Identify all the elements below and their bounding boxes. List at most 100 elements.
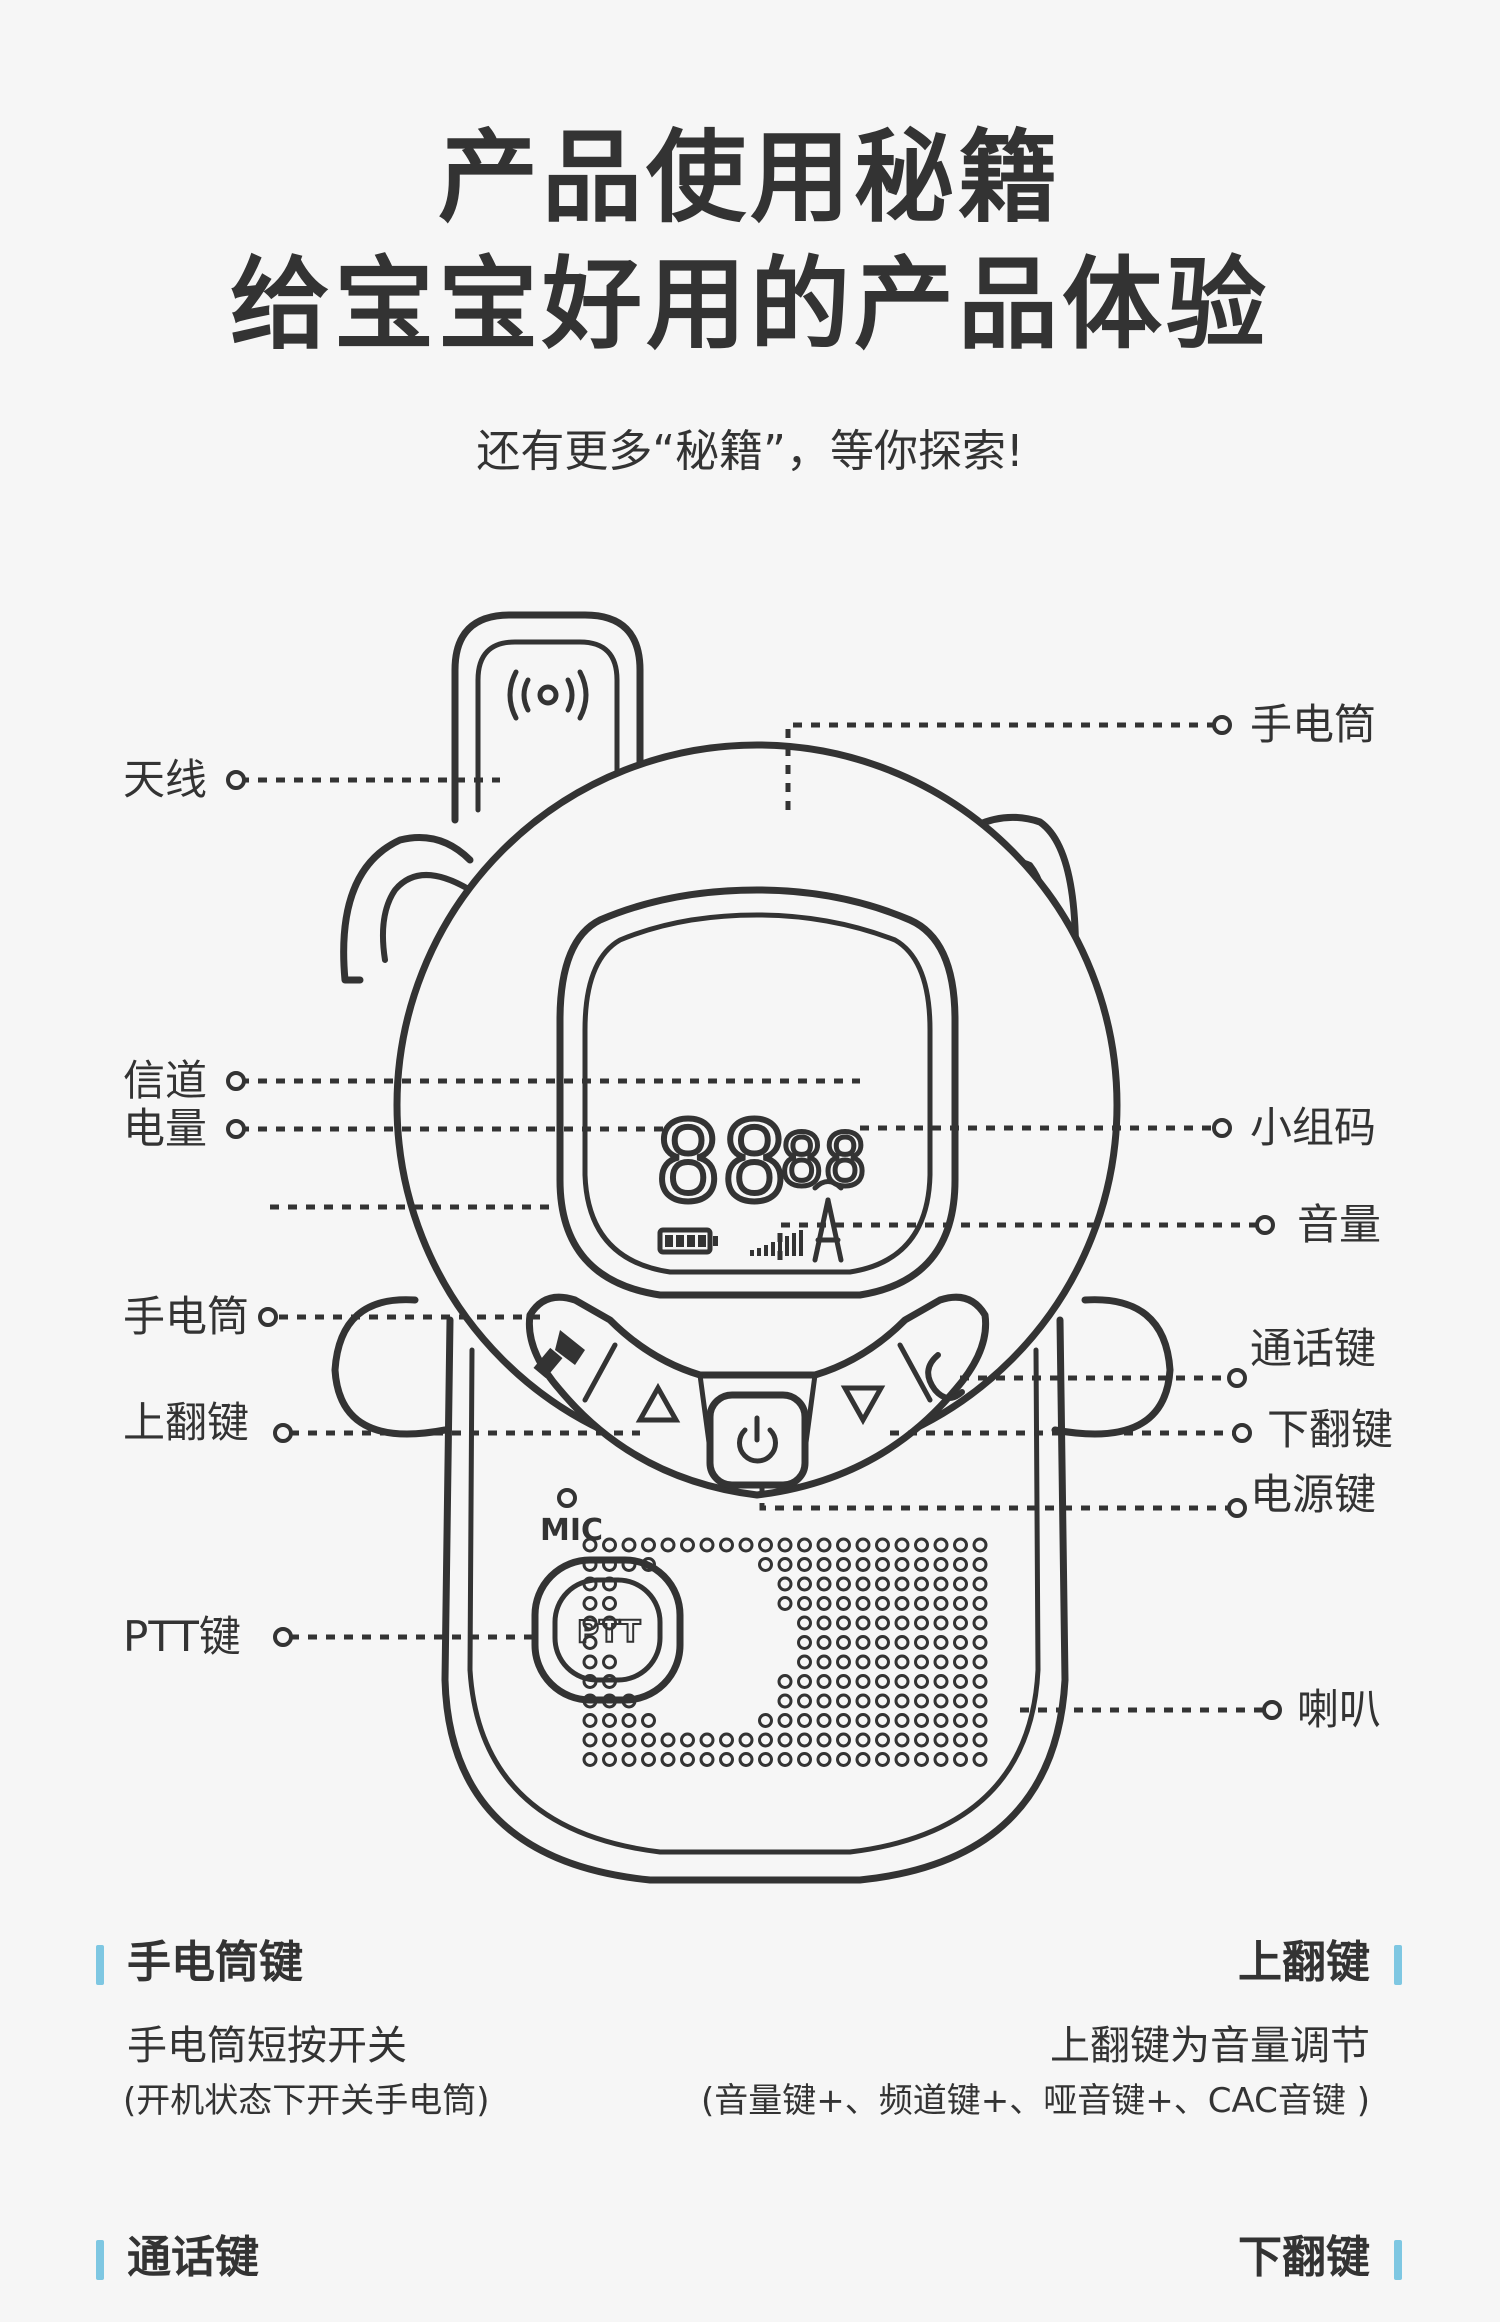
callout-group-code: 小组码 bbox=[1250, 1103, 1377, 1152]
speaker-hole bbox=[777, 1732, 793, 1748]
speaker-hole bbox=[972, 1752, 988, 1767]
speaker-hole bbox=[894, 1635, 910, 1650]
speaker-hole bbox=[933, 1713, 949, 1728]
section-flash-heading: 手电筒键 bbox=[127, 1937, 303, 1988]
speaker-hole bbox=[738, 1752, 754, 1767]
display-digits-small: 88 bbox=[780, 1118, 867, 1202]
accent-bar bbox=[1394, 2240, 1402, 2280]
speaker-hole bbox=[953, 1732, 968, 1748]
speaker-hole bbox=[933, 1654, 949, 1670]
speaker-hole bbox=[582, 1732, 598, 1748]
speaker-hole bbox=[797, 1596, 812, 1611]
speaker-hole bbox=[933, 1752, 949, 1767]
speaker-hole bbox=[621, 1693, 637, 1709]
speaker-hole bbox=[719, 1732, 734, 1748]
speaker-hole bbox=[602, 1732, 617, 1748]
speaker-hole bbox=[933, 1537, 949, 1553]
speaker-hole bbox=[836, 1557, 851, 1572]
speaker-hole bbox=[797, 1732, 812, 1748]
speaker-hole bbox=[894, 1596, 910, 1611]
speaker-hole bbox=[953, 1596, 968, 1611]
speaker-hole bbox=[582, 1537, 598, 1553]
speaker-hole bbox=[816, 1576, 832, 1592]
speaker-hole bbox=[602, 1713, 617, 1728]
speaker-hole bbox=[972, 1654, 988, 1670]
speaker-hole bbox=[582, 1615, 598, 1631]
section-up-line2: (音量键+、频道键+、哑音键+、CAC音键 ) bbox=[701, 2081, 1370, 2121]
speaker-hole bbox=[855, 1732, 871, 1748]
left-ear-inner bbox=[380, 872, 473, 963]
speaker-hole bbox=[621, 1732, 637, 1748]
callout-flashlight: 手电筒 bbox=[123, 1292, 250, 1341]
speaker-hole bbox=[972, 1615, 988, 1631]
speaker-hole bbox=[972, 1732, 988, 1748]
up-triangle-icon bbox=[635, 1382, 681, 1423]
speaker-hole bbox=[602, 1752, 617, 1767]
tower-icon bbox=[812, 1179, 844, 1263]
speaker-hole bbox=[758, 1537, 773, 1553]
callout-speaker: 喇叭 bbox=[1297, 1685, 1382, 1734]
speaker-hole bbox=[914, 1674, 929, 1689]
speaker-hole bbox=[875, 1557, 890, 1572]
speaker-hole bbox=[738, 1732, 754, 1748]
speaker-hole bbox=[797, 1752, 812, 1767]
speaker-hole bbox=[855, 1693, 871, 1709]
speaker-hole bbox=[602, 1674, 617, 1689]
speaker-hole bbox=[680, 1732, 695, 1748]
speaker-hole bbox=[836, 1674, 851, 1689]
speaker-hole bbox=[953, 1635, 968, 1650]
speaker-hole bbox=[836, 1635, 851, 1650]
callout-volume: 音量 bbox=[1297, 1200, 1382, 1249]
speaker-hole bbox=[621, 1713, 637, 1728]
display-digits-big: 88 bbox=[655, 1098, 787, 1226]
speaker-hole bbox=[875, 1732, 890, 1748]
page-subtitle: 还有更多“秘籍”，等你探索! bbox=[476, 426, 1024, 477]
speaker-hole bbox=[836, 1713, 851, 1728]
speaker-hole bbox=[972, 1596, 988, 1611]
speaker-hole bbox=[894, 1713, 910, 1728]
speaker-hole bbox=[914, 1576, 929, 1592]
speaker-hole bbox=[894, 1557, 910, 1572]
speaker-hole bbox=[894, 1674, 910, 1689]
speaker-hole bbox=[660, 1752, 676, 1767]
speaker-hole bbox=[914, 1557, 929, 1572]
speaker-hole bbox=[875, 1596, 890, 1611]
flashlight-icon bbox=[533, 1330, 585, 1379]
speaker-hole bbox=[894, 1537, 910, 1553]
speaker-hole bbox=[914, 1713, 929, 1728]
speaker-hole bbox=[758, 1557, 773, 1572]
callout-down-key: 下翻键 bbox=[1267, 1405, 1394, 1454]
down-triangle-icon bbox=[840, 1385, 886, 1426]
speaker-hole bbox=[816, 1557, 832, 1572]
speaker-hole bbox=[894, 1693, 910, 1709]
speaker-hole bbox=[836, 1576, 851, 1592]
callout-channel: 信道 bbox=[123, 1056, 208, 1105]
speaker-hole bbox=[797, 1576, 812, 1592]
speaker-hole bbox=[875, 1674, 890, 1689]
speaker-hole bbox=[777, 1752, 793, 1767]
speaker-hole bbox=[797, 1654, 812, 1670]
speaker-hole bbox=[621, 1752, 637, 1767]
callout-battery: 电量 bbox=[123, 1104, 208, 1153]
speaker-hole bbox=[602, 1557, 617, 1572]
speaker-hole bbox=[699, 1732, 715, 1748]
speaker-hole bbox=[582, 1752, 598, 1767]
speaker-hole bbox=[855, 1635, 871, 1650]
antenna-inner bbox=[475, 639, 620, 813]
speaker-hole bbox=[621, 1557, 637, 1572]
speaker-hole bbox=[641, 1713, 656, 1728]
section-flash-line2: (开机状态下开关手电筒) bbox=[123, 2081, 490, 2121]
speaker-hole bbox=[582, 1713, 598, 1728]
speaker-hole bbox=[894, 1576, 910, 1592]
speaker-hole bbox=[602, 1537, 617, 1553]
speaker-hole bbox=[797, 1674, 812, 1689]
speaker-hole bbox=[855, 1654, 871, 1670]
speaker-hole bbox=[953, 1674, 968, 1689]
accent-bar bbox=[1394, 1945, 1402, 1985]
right-handle bbox=[1051, 1296, 1174, 1438]
speaker-hole bbox=[836, 1654, 851, 1670]
speaker-hole bbox=[816, 1713, 832, 1728]
speaker-hole bbox=[953, 1654, 968, 1670]
speaker-hole bbox=[972, 1576, 988, 1592]
speaker-hole bbox=[894, 1654, 910, 1670]
